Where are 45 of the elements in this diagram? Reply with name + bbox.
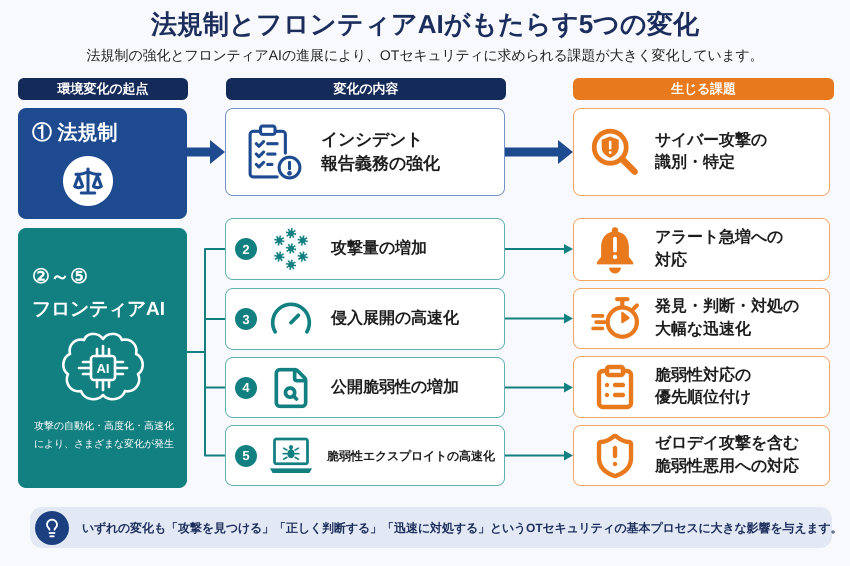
source-card	[18, 228, 187, 488]
card-text: 攻撃量の増加	[331, 238, 427, 259]
card-text: 脆弱性対応の優先順位付け	[655, 365, 752, 408]
change-card	[225, 425, 505, 486]
arrow	[505, 314, 573, 324]
subtitle: 法規制の強化とフロンティアAIの進展により、OTセキュリティに求められる課題が大きく変化しています。	[86, 46, 764, 65]
card-description: 攻撃の自動化・高度化・高速化により、さまざまな変化が発生	[34, 420, 175, 452]
issue-card	[573, 218, 830, 281]
change-card	[225, 288, 505, 350]
step-number: 3	[235, 308, 257, 330]
card-text: ゼロデイ攻撃を含む脆弱性悪用への対応	[655, 434, 800, 476]
column-header: 変化の内容	[226, 78, 506, 100]
arrow	[505, 244, 573, 254]
card-text: 脆弱性エクスプロイトの高速化	[327, 448, 495, 464]
step-number: 4	[235, 376, 257, 398]
arrow	[505, 382, 573, 392]
issue-card	[573, 288, 830, 349]
step-number: 5	[235, 444, 257, 466]
note-banner	[30, 507, 832, 548]
card-text: 発見・判断・対処の大幅な迅速化	[655, 296, 800, 340]
arrow	[505, 450, 573, 460]
column-header: 生じる課題	[573, 78, 834, 100]
card-text: 公開脆弱性の増加	[331, 376, 459, 398]
title: 法規制とフロンティアAIがもたらす5つの変化	[150, 8, 700, 41]
arrow	[505, 140, 573, 164]
issue-card	[573, 356, 830, 418]
arrow	[187, 140, 225, 164]
change-card	[225, 108, 505, 196]
chip-label: AI	[96, 360, 110, 377]
connector-line	[187, 351, 225, 456]
note-text: いずれの変化も「攻撃を見つける」「正しく判断する」「迅速に対処する」というOTセキュリティの基本プロセスに大きな影響を与えます。	[82, 520, 843, 536]
change-card	[225, 218, 505, 280]
source-card	[18, 108, 187, 219]
change-card	[225, 357, 505, 418]
card-text: サイバー攻撃の識別・特定	[655, 130, 768, 173]
card-heading: ②～⑤	[32, 265, 88, 289]
card-heading: フロンティアAI	[32, 298, 165, 322]
card-heading: ① 法規制	[32, 121, 118, 145]
issue-card	[573, 425, 830, 486]
card-text: 侵入展開の高速化	[331, 308, 459, 329]
column-header: 環境変化の起点	[18, 78, 188, 100]
step-number: 2	[235, 238, 257, 260]
card-text: インシデント報告義務の強化	[321, 130, 440, 173]
issue-card	[573, 108, 830, 196]
card-text: アラート急増への対応	[655, 227, 784, 270]
